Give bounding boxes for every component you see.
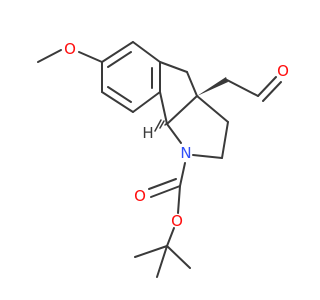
bond-tbutyl-methyl-3 xyxy=(156,245,168,278)
bond-nitrogen-ch2 xyxy=(192,154,223,159)
bond-ester-tbutyl xyxy=(166,227,175,247)
bond-aryl-methoxy xyxy=(78,51,103,63)
bonds xyxy=(37,41,282,278)
bond-ch-nitrogen xyxy=(166,123,182,144)
bond-ch2-quaternary-2 xyxy=(196,95,229,123)
bond-ring-5 xyxy=(101,91,134,113)
atom-labels: O O N O O H xyxy=(64,40,289,230)
bond-aldehyde-co xyxy=(257,76,277,97)
ester-oxygen-label: O xyxy=(171,212,183,230)
bond-carbonyl-oxygen xyxy=(150,185,181,198)
bond-tbutyl-methyl-2 xyxy=(166,245,191,269)
bond-aldehyde-co-2 xyxy=(262,81,282,102)
molecule-structure: O O N O O H xyxy=(37,40,289,278)
nitrogen-label: N xyxy=(180,144,191,162)
wedge-bond-side-chain xyxy=(197,77,228,96)
carbonyl-oxygen-label: O xyxy=(134,187,146,205)
bond-carbonyl-ester xyxy=(177,185,181,214)
bond-ch2-aldehyde xyxy=(226,79,259,97)
stereo-hydrogen-label: H xyxy=(142,124,153,142)
bond-tbutyl-methyl-1 xyxy=(134,245,168,258)
bond-ch2-ch2 xyxy=(221,121,229,159)
bond-ch2-aryl xyxy=(159,61,188,73)
bond-ch2-quaternary xyxy=(186,71,198,97)
methoxy-oxygen-label: O xyxy=(64,40,76,58)
aldehyde-oxygen-label: O xyxy=(277,62,289,80)
bond-ring-1-inner xyxy=(107,51,132,68)
bond-nitrogen-carbonyl xyxy=(179,162,186,187)
bond-carbonyl-oxygen-2 xyxy=(148,178,177,190)
bond-quaternary-ch xyxy=(166,95,198,125)
bond-methoxy-methyl xyxy=(37,49,62,63)
bond-ring-1 xyxy=(101,41,134,63)
bond-ring-2 xyxy=(132,41,161,63)
bond-ring-4 xyxy=(132,91,161,113)
bond-ch-aryl xyxy=(159,91,168,125)
hash-bond-hydrogen xyxy=(154,119,168,132)
bond-ring-5-inner xyxy=(107,86,132,103)
